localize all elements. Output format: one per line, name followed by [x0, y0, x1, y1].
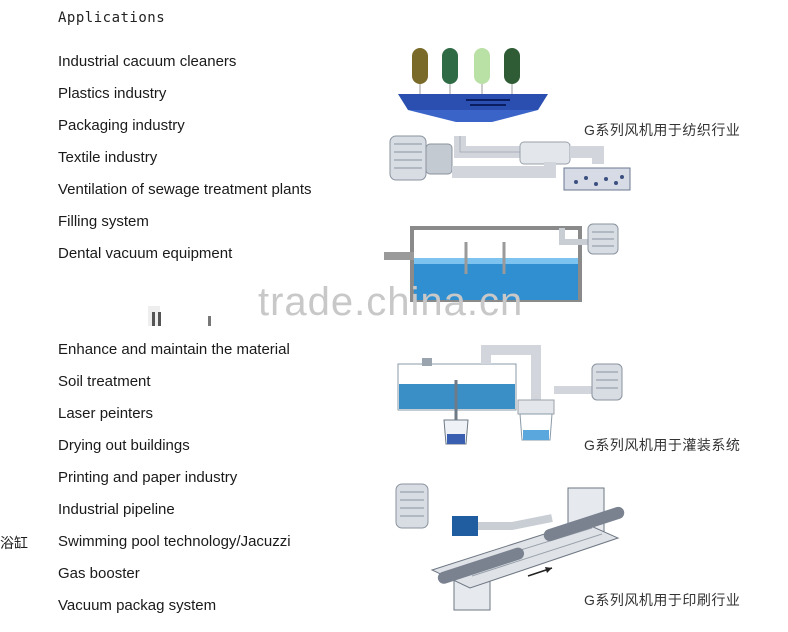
application-item: Filling system — [58, 213, 149, 230]
blower-icon — [587, 223, 619, 255]
watermark: trade.china.cn — [258, 280, 524, 324]
application-item: Packaging industry — [58, 117, 185, 134]
application-item: Textile industry — [58, 149, 158, 166]
application-item: Soil treatment — [58, 373, 151, 390]
application-item: Laser peinters — [58, 405, 154, 422]
application-item: Dental vacuum equipment — [58, 245, 233, 262]
application-item: Printing and paper industry — [58, 469, 238, 486]
sewage-tank-illustration — [384, 223, 619, 302]
application-item: Ventilation of sewage treatment plants — [58, 181, 312, 198]
caption-textile: G系列风机用于纺织行业 — [584, 122, 741, 138]
clipped-left-text: 浴缸 — [0, 535, 28, 551]
printing-illustration — [395, 483, 625, 611]
filling-illustration — [397, 345, 623, 445]
application-item: Gas booster — [58, 565, 140, 582]
section-heading: Applications — [58, 10, 166, 26]
application-item: Enhance and maintain the material — [58, 341, 290, 358]
blower-icon — [389, 135, 453, 181]
application-item: Drying out buildings — [58, 437, 190, 454]
blower-icon — [395, 483, 429, 529]
caption-filling: G系列风机用于灌装系统 — [584, 437, 741, 453]
textile-illustration — [389, 48, 631, 191]
fiber-capsules-icon — [412, 48, 520, 94]
application-item: Industrial pipeline — [58, 501, 175, 518]
blurred-fragment — [148, 306, 211, 326]
application-item: Vacuum packag system — [58, 597, 217, 614]
application-item: Industrial cacuum cleaners — [58, 53, 237, 70]
caption-printing: G系列风机用于印刷行业 — [584, 592, 741, 608]
blower-icon — [591, 363, 623, 401]
application-item: Swimming pool technology/Jacuzzi — [58, 533, 291, 550]
application-item: Plastics industry — [58, 85, 167, 102]
